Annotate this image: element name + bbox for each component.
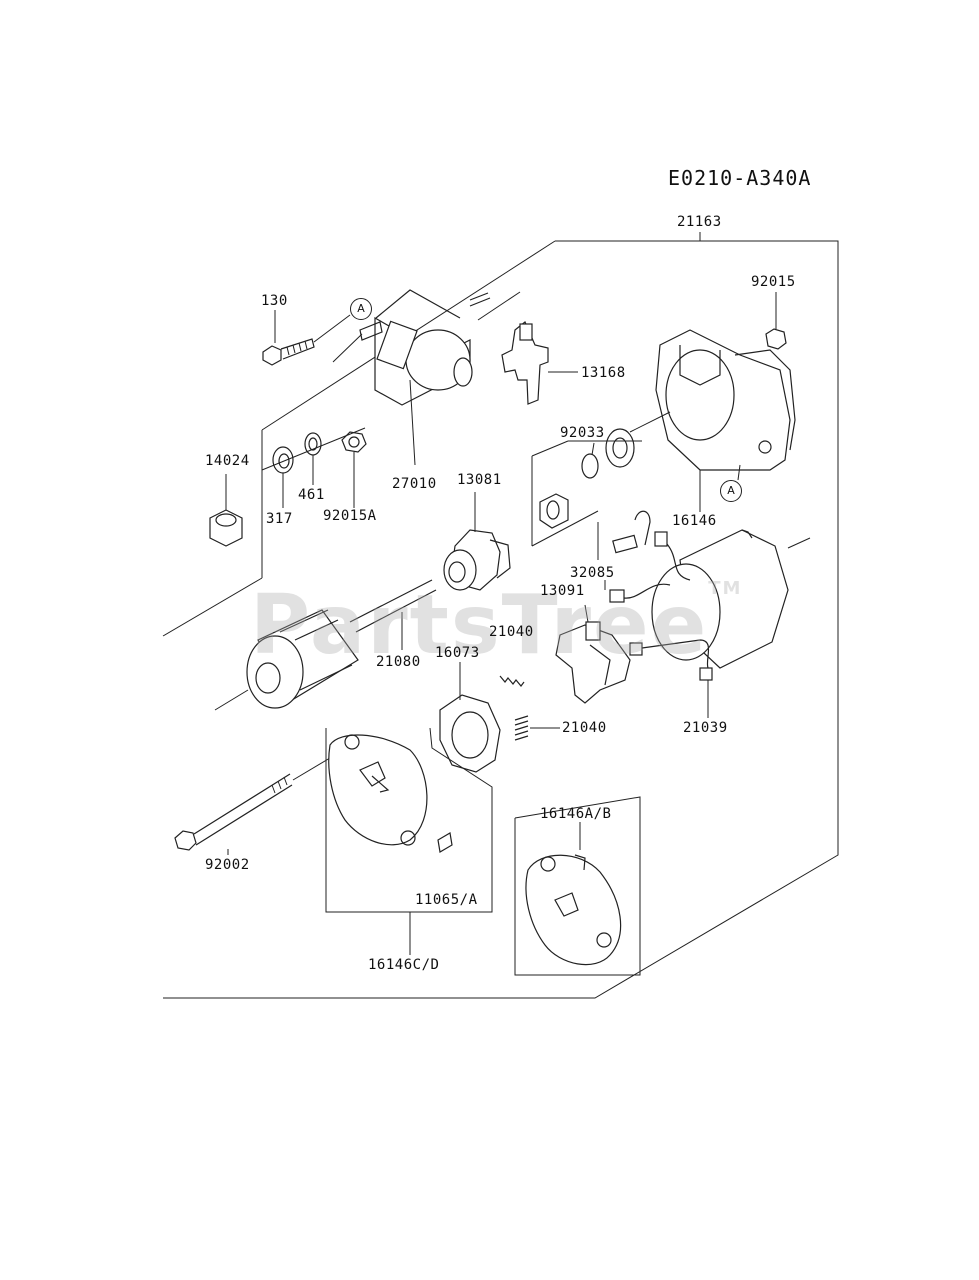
callout-16073: 16073: [435, 645, 480, 661]
armature-21080: [214, 579, 437, 711]
spring-21040-lower: [514, 715, 560, 741]
rear-cover-16146AB: [525, 822, 622, 966]
through-bolt-92002: [174, 754, 336, 855]
front-housing-16146: [629, 329, 796, 512]
rear-cover-16146CD: [328, 734, 453, 853]
callout-21040-lower: 21040: [562, 720, 607, 736]
callout-16146AB: 16146A/B: [540, 806, 612, 822]
collar-32085: [539, 493, 599, 560]
callout-130: 130: [261, 293, 288, 309]
callout-14024: 14024: [205, 453, 250, 469]
nut-leader-line: [261, 427, 366, 471]
callout-16146: 16146: [672, 513, 717, 529]
clutch-13081: [443, 492, 511, 591]
reference-mark-a-top: A: [350, 298, 372, 320]
assembly-frame: [163, 240, 839, 999]
cover-group-frame: [325, 727, 493, 913]
diagram-code: E0210-A340A: [668, 166, 812, 190]
callout-92002: 92002: [205, 857, 250, 873]
callout-16146CD: 16146C/D: [368, 957, 440, 973]
callout-21039: 21039: [683, 720, 728, 736]
watermark-text: PartsTree: [250, 578, 709, 673]
ring-92033: [531, 428, 642, 547]
nut-92015: [765, 292, 787, 350]
callout-21163: 21163: [677, 214, 722, 230]
assembly-frame-lower-diagonal: [162, 577, 263, 637]
callout-21040-upper: 21040: [489, 624, 534, 640]
brush-holder-13091: [555, 604, 631, 704]
callout-13168: 13168: [581, 365, 626, 381]
callout-27010: 27010: [392, 476, 437, 492]
callout-92015: 92015: [751, 274, 796, 290]
callout-92033: 92033: [560, 425, 605, 441]
solenoid-27010: [332, 289, 521, 466]
callout-461: 461: [298, 487, 325, 503]
callout-11065A: 11065/A: [415, 892, 478, 908]
nut-92015A: [341, 431, 367, 508]
bolt-130: [262, 310, 351, 366]
watermark-trademark: TM: [708, 578, 743, 599]
spring-21040-upper: [499, 675, 525, 687]
callout-317: 317: [266, 511, 293, 527]
callout-13091: 13091: [540, 583, 585, 599]
reference-mark-a-housing: A: [720, 480, 742, 502]
watermark: PartsTreeTM: [250, 578, 742, 673]
cap-14024: [209, 474, 243, 547]
washer-461: [304, 432, 322, 485]
callout-32085: 32085: [570, 565, 615, 581]
yoke-21163: [604, 510, 811, 718]
callout-21080: 21080: [376, 654, 421, 670]
lever-13168: [501, 321, 578, 405]
callout-13081: 13081: [457, 472, 502, 488]
cover-ab-frame: [514, 796, 641, 976]
brush-plate-16073: [439, 662, 501, 773]
callout-92015A: 92015A: [323, 508, 377, 524]
washer-317: [272, 446, 294, 508]
